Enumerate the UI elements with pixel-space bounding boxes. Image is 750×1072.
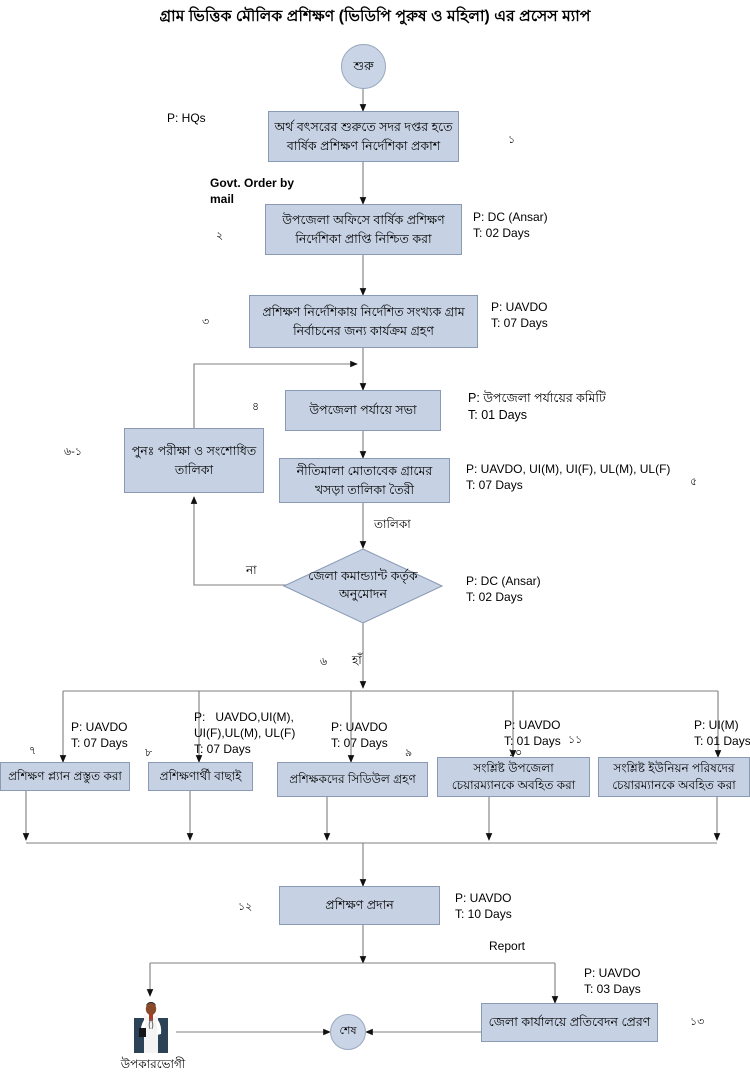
node-decision-approval[interactable]: জেলা কমান্ড্যান্ট কর্তৃক অনুমোদন bbox=[283, 548, 443, 624]
annotation-hqs: P: HQs bbox=[167, 111, 206, 125]
annotation-dc-ansar-decision: P: DC (Ansar) T: 02 Days bbox=[466, 574, 541, 605]
step-number-5: ৫ bbox=[690, 476, 698, 488]
node-step1[interactable]: অর্থ বৎসরের শুরুতে সদর দপ্তর হতে বার্ষিক… bbox=[268, 111, 459, 162]
step-number-9: ৯ bbox=[405, 747, 413, 759]
step-number-3: ৩ bbox=[202, 316, 210, 328]
node-step9-label: প্রশিক্ষকদের সিডিউল গ্রহণ bbox=[289, 771, 416, 786]
annotation-uavdo-step12: P: UAVDO T: 10 Days bbox=[455, 891, 512, 922]
annotation-uavdo-ui-step5: P: UAVDO, UI(M), UI(F), UL(M), UL(F) T: … bbox=[466, 462, 671, 493]
node-step4-label: উপজেলা পর্যায়ে সভা bbox=[309, 403, 417, 418]
annotation-committee-step4: P: উপজেলা পর্যায়ের কমিটি T: 01 Days bbox=[468, 391, 606, 422]
node-step6-1-recheck[interactable]: পুনঃ পরীক্ষা ও সংশোধিত তালিকা bbox=[124, 428, 264, 493]
node-step12-label: প্রশিক্ষণ প্রদান bbox=[325, 898, 394, 913]
step-number-11: ১১ bbox=[568, 734, 583, 746]
node-step10[interactable]: সংশ্লিষ্ট উপজেলা চেয়ারম্যানকে অবহিত করা bbox=[437, 757, 590, 797]
node-start[interactable]: শুরু bbox=[341, 44, 386, 89]
node-step10-label: সংশ্লিষ্ট উপজেলা চেয়ারম্যানকে অবহিত করা bbox=[451, 760, 576, 792]
node-step3-label: প্রশিক্ষণ নির্দেশিকায় নির্দেশিত সংখ্যক … bbox=[262, 305, 465, 338]
diamond-shape bbox=[283, 548, 443, 624]
node-step5[interactable]: নীতিমালা মোতাবেক গ্রামের খসড়া তালিকা তৈ… bbox=[279, 458, 450, 503]
edge-label-no: না bbox=[246, 563, 257, 577]
node-step11[interactable]: সংশ্লিষ্ট ইউনিয়ন পরিষদের চেয়ারম্যানকে … bbox=[598, 757, 750, 797]
step-number-8: ৮ bbox=[145, 747, 153, 759]
step-number-6: ৬ bbox=[320, 656, 328, 668]
beneficiary-caption: উপকারভোগী bbox=[120, 1057, 186, 1071]
step-number-13: ১৩ bbox=[690, 1016, 705, 1028]
node-decision-label: জেলা কমান্ড্যান্ট কর্তৃক অনুমোদন bbox=[308, 569, 418, 601]
node-step7-label: প্রশিক্ষণ প্ল্যান প্রস্তুত করা bbox=[8, 768, 122, 783]
annotation-uim-step11: P: UI(M) T: 01 Days bbox=[694, 718, 750, 749]
annotation-govt-order: Govt. Order by mail bbox=[210, 176, 295, 207]
node-step9[interactable]: প্রশিক্ষকদের সিডিউল গ্রহণ bbox=[277, 762, 428, 797]
annotation-uavdo-step7: P: UAVDO T: 07 Days bbox=[71, 720, 128, 751]
node-step2[interactable]: উপজেলা অফিসে বার্ষিক প্রশিক্ষণ নির্দেশিক… bbox=[265, 204, 462, 255]
node-step4[interactable]: উপজেলা পর্যায়ে সভা bbox=[285, 390, 441, 431]
step-number-10: ১০ bbox=[508, 747, 523, 759]
node-step8[interactable]: প্রশিক্ষণার্থী বাছাই bbox=[148, 762, 253, 791]
node-start-label: শুরু bbox=[353, 59, 374, 74]
page-title: গ্রাম ভিত্তিক মৌলিক প্রশিক্ষণ (ভিডিপি পু… bbox=[159, 8, 591, 25]
step-number-6-1: ৬-১ bbox=[64, 446, 82, 458]
step-number-12: ১২ bbox=[238, 901, 253, 913]
step-number-4: ৪ bbox=[252, 401, 260, 413]
step-number-1: ১ bbox=[508, 134, 516, 146]
annotation-uavdo-ui-step8: P: UAVDO,UI(M), UI(F),UL(M), UL(F) T: 07… bbox=[194, 710, 296, 757]
step-number-2: ২ bbox=[216, 230, 224, 242]
node-end-label: শেষ bbox=[339, 1025, 357, 1038]
node-step11-label: সংশ্লিষ্ট ইউনিয়ন পরিষদের চেয়ারম্যানকে … bbox=[612, 760, 736, 792]
node-step2-label: উপজেলা অফিসে বার্ষিক প্রশিক্ষণ নির্দেশিক… bbox=[282, 213, 445, 246]
annotation-uavdo-step9: P: UAVDO T: 07 Days bbox=[331, 720, 388, 751]
annotation-dc-ansar-step2: P: DC (Ansar) T: 02 Days bbox=[473, 210, 548, 241]
node-step13[interactable]: জেলা কার্যালয়ে প্রতিবেদন প্রেরণ bbox=[481, 1003, 658, 1042]
node-step13-label: জেলা কার্যালয়ে প্রতিবেদন প্রেরণ bbox=[488, 1015, 651, 1030]
annotation-uavdo-step3: P: UAVDO T: 07 Days bbox=[491, 300, 548, 331]
step-number-7: ৭ bbox=[29, 745, 37, 757]
node-step3[interactable]: প্রশিক্ষণ নির্দেশিকায় নির্দেশিত সংখ্যক … bbox=[249, 295, 478, 348]
node-end[interactable]: শেষ bbox=[330, 1014, 366, 1050]
annotation-uavdo-step13: P: UAVDO T: 03 Days bbox=[584, 966, 641, 997]
node-step1-label: অর্থ বৎসরের শুরুতে সদর দপ্তর হতে বার্ষিক… bbox=[274, 120, 453, 153]
beneficiary-person-icon bbox=[134, 1002, 168, 1053]
annotation-uavdo-step10: P: UAVDO T: 01 Days bbox=[504, 718, 561, 749]
edge-label-list: তালিকা bbox=[374, 517, 411, 531]
edge-label-yes: হাঁ bbox=[352, 653, 362, 667]
node-step6-1-label: পুনঃ পরীক্ষা ও সংশোধিত তালিকা bbox=[131, 444, 257, 477]
node-step8-label: প্রশিক্ষণার্থী বাছাই bbox=[159, 768, 242, 783]
node-step7[interactable]: প্রশিক্ষণ প্ল্যান প্রস্তুত করা bbox=[0, 762, 130, 791]
node-step5-label: নীতিমালা মোতাবেক গ্রামের খসড়া তালিকা তৈ… bbox=[296, 464, 433, 497]
edge-label-report: Report bbox=[489, 939, 526, 953]
node-step12[interactable]: প্রশিক্ষণ প্রদান bbox=[279, 886, 440, 925]
